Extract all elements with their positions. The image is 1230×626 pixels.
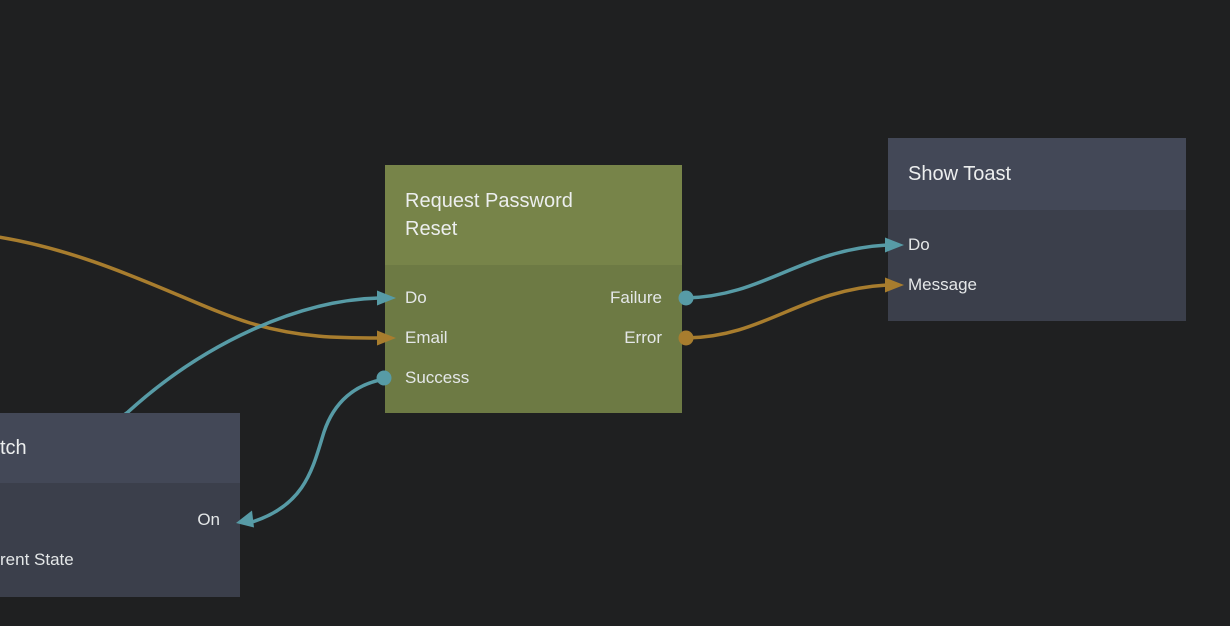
node-show-toast[interactable]: Show Toast Do Message	[888, 138, 1186, 321]
node-body: On rent State	[0, 483, 240, 597]
port-row: On	[0, 500, 240, 540]
wire-error-to-toast-message[interactable]	[684, 283, 889, 340]
port-row: Do Failure	[385, 278, 682, 318]
port-row: Do	[888, 225, 1186, 265]
input-port-message[interactable]: Message	[908, 275, 977, 294]
port-current-state[interactable]: rent State	[0, 550, 74, 569]
port-row: rent State	[0, 540, 240, 580]
input-port-email[interactable]: Email	[405, 328, 448, 347]
node-body: Do Failure Email Error Success	[385, 265, 682, 413]
input-port-do[interactable]: Do	[908, 235, 930, 254]
output-port-success[interactable]: Success	[405, 368, 470, 387]
port-row: Email Error	[385, 318, 682, 358]
node-header[interactable]: Show Toast	[888, 138, 1186, 210]
node-header[interactable]: tch	[0, 413, 240, 483]
wire-success-to-on[interactable]	[250, 377, 387, 524]
node-switch-clipped[interactable]: tch On rent State	[0, 413, 240, 597]
wire-signal-to-do[interactable]	[0, 296, 381, 590]
node-header[interactable]: Request Password Reset	[385, 165, 682, 265]
node-title: tch	[0, 437, 27, 459]
output-port-error[interactable]: Error	[624, 328, 662, 347]
port-row: Message	[888, 265, 1186, 305]
input-port-on[interactable]: On	[197, 510, 220, 529]
input-port-do[interactable]: Do	[405, 288, 427, 307]
node-body: Do Message	[888, 210, 1186, 321]
node-request-password-reset[interactable]: Request Password Reset Do Failure Email …	[385, 165, 682, 413]
node-title: Show Toast	[908, 163, 1012, 185]
output-port-failure[interactable]: Failure	[610, 288, 662, 307]
port-row: Success	[385, 358, 682, 398]
node-title: Request Password Reset	[405, 190, 573, 240]
wire-failure-to-toast-do[interactable]	[684, 243, 889, 300]
wire-data-to-email[interactable]	[0, 235, 381, 340]
